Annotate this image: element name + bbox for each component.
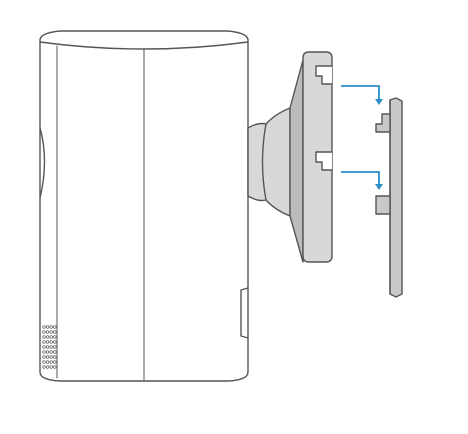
wall-mount-bracket [247, 51, 333, 263]
grille-dot [42, 365, 46, 369]
arrow-lower-head [375, 184, 383, 190]
speaker-grille [42, 325, 57, 369]
grille-dot [49, 350, 53, 354]
grille-dot [45, 365, 50, 369]
grille-dot [49, 345, 53, 349]
grille-dot [49, 340, 53, 344]
grille-dot [42, 335, 46, 339]
grille-dot [49, 325, 53, 329]
grille-dot [45, 340, 50, 344]
arrow-upper [341, 85, 380, 100]
mount-flange [289, 59, 304, 263]
plate-body [389, 97, 403, 298]
grille-dot [45, 355, 50, 359]
grille-dot [53, 360, 57, 364]
grille-dot [49, 335, 53, 339]
grille-dot [42, 350, 46, 354]
grille-dot [42, 340, 46, 344]
camera-top-rim [39, 41, 249, 50]
camera-side-slot [240, 287, 249, 339]
arrow-upper-head [375, 99, 383, 105]
grille-dot [45, 325, 50, 329]
grille-dot [53, 350, 57, 354]
mount-ball-joint [247, 107, 291, 217]
arrow-lower [341, 171, 380, 184]
plate-hook-lower [375, 195, 391, 215]
plate-hook-upper [375, 113, 391, 133]
alignment-arrows [341, 85, 383, 190]
grille-dot [53, 325, 57, 329]
grille-dot [53, 365, 57, 369]
camera-side-button [39, 127, 46, 199]
grille-dot [42, 330, 46, 334]
mount-neck-ring [261, 123, 267, 201]
grille-dot [45, 345, 50, 349]
grille-dot [45, 335, 50, 339]
grille-dot [45, 360, 50, 364]
grille-dot [53, 330, 57, 334]
grille-dot [45, 350, 50, 354]
grille-dot [42, 345, 46, 349]
mount-hook-slot-lower [315, 151, 333, 171]
grille-dot [45, 330, 50, 334]
mount-hook-slot-upper [315, 65, 333, 85]
grille-dot [42, 325, 46, 329]
grille-dot [49, 355, 53, 359]
grille-dot [53, 355, 57, 359]
grille-dot [42, 360, 46, 364]
grille-dot [42, 355, 46, 359]
grille-dot [53, 340, 57, 344]
grille-dot [49, 360, 53, 364]
camera-body [39, 30, 249, 382]
mounting-plate [375, 97, 403, 298]
grille-dot [49, 330, 53, 334]
grille-dot [53, 345, 57, 349]
grille-dot [49, 365, 53, 369]
grille-dot [53, 335, 57, 339]
